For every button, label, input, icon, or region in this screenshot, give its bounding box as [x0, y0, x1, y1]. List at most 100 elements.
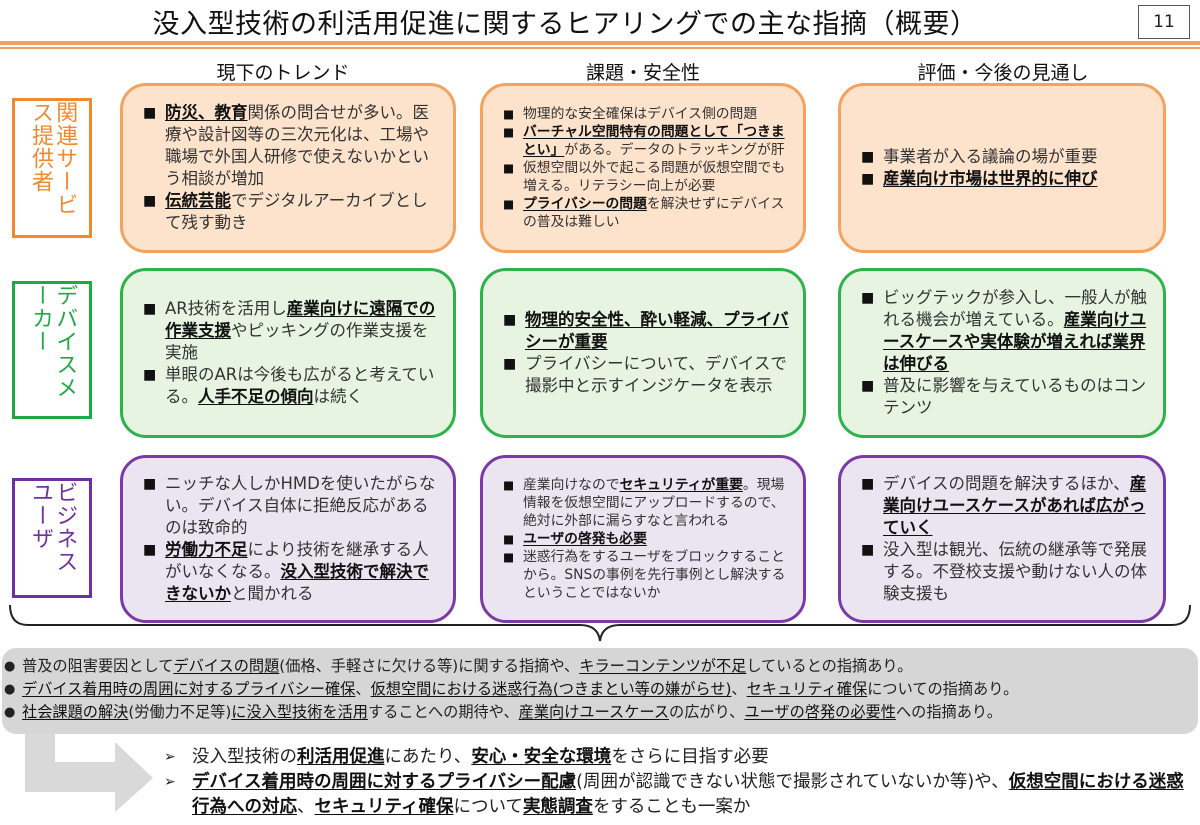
bullet-item: デバイス着用時の周囲に対するプライバシー配慮(周囲が認識できない状態で撮影されて… — [160, 770, 1200, 820]
bullet-item: 単眼のARは今後も広がると考えている。人手不足の傾向は続く — [143, 364, 439, 408]
emphasized-text: 実態調査 — [522, 797, 593, 817]
bullet-text: 、 — [297, 797, 315, 817]
emphasized-text: セキュリティ確保 — [314, 797, 454, 817]
bullet-list: 産業向けなのでセキュリティが重要。現場情報を仮想空間にアップロードするので、絶対… — [503, 476, 789, 602]
curly-brace — [9, 604, 1191, 642]
bullet-text: (価格、手軽さに欠ける等)に関する指摘や、 — [279, 657, 580, 675]
bullet-text: 、 — [355, 680, 371, 698]
bullet-text: 単眼のARは今後も広がると考えている。 — [165, 365, 435, 406]
bullet-item: ユーザの啓発も必要 — [503, 530, 789, 548]
emphasized-text: デバイスの問題 — [173, 657, 280, 675]
bullet-text: について — [453, 797, 523, 817]
bullet-text: 没入型は観光、伝統の継承等で発展する。不登校支援や動けない人の体験支援も — [883, 540, 1147, 603]
conclusions: 没入型技術の利活用促進にあたり、安心・安全な環境をさらに目指す必要デバイス着用時… — [160, 745, 1200, 820]
bullet-text: 産業向けなので — [523, 477, 620, 493]
card-user-trends: ニッチな人しかHMDを使いたがらない。デバイス自体に拒絶反応があるのは致命的労働… — [120, 455, 456, 623]
bullet-text: は続く — [313, 387, 364, 406]
card-provider-outlook: 事業者が入る議論の場が重要産業向け市場は世界的に伸び — [838, 83, 1166, 253]
page-title: 没入型技術の利活用促進に関するヒアリングでの主な指摘（概要） — [152, 9, 978, 40]
summary-box: 普及の阻害要因としてデバイスの問題(価格、手軽さに欠ける等)に関する指摘や、キラ… — [2, 648, 1198, 734]
bullet-text: することへの期待や、 — [367, 703, 519, 721]
bullet-item: プライバシーの問題を解決せずにデバイスの普及は難しい — [503, 195, 789, 231]
emphasized-text: デバイス着用時の周囲に対するプライバシー確保 — [22, 680, 356, 698]
bullet-text: 、 — [731, 680, 747, 698]
bullet-text: を解決せずにデバイスの普及は難しい — [523, 196, 785, 230]
bullet-text: プライバシーについて、デバイスで撮影中と示すインジケータを表示 — [525, 354, 787, 395]
card-maker-trends: AR技術を活用し産業向けに遠隔での作業支援やピッキングの作業支援を実施単眼のAR… — [120, 268, 456, 438]
bullet-text: の広がり、 — [669, 703, 745, 721]
bullet-item: 普及の阻害要因としてデバイスの問題(価格、手軽さに欠ける等)に関する指摘や、キラ… — [4, 655, 1198, 678]
title-divider — [0, 41, 1200, 45]
row-label-text: デバイスメーカー — [28, 284, 78, 399]
bullet-text: ビッグテックが参入し、一般人が触れる機会が増えている。 — [883, 288, 1147, 329]
emphasized-text: 物理的安全性、酔い軽減、プライバシーが重要 — [525, 310, 789, 351]
bullet-item: 産業向けなのでセキュリティが重要。現場情報を仮想空間にアップロードするので、絶対… — [503, 476, 789, 530]
bullet-text: をすることも一案か — [592, 797, 751, 817]
bullet-text: がある。データのトラッキングが肝 — [564, 142, 785, 158]
page-number: 11 — [1138, 5, 1190, 39]
bullet-text: 事業者が入る議論の場が重要 — [883, 147, 1098, 166]
bullet-item: デバイスの問題を解決するほか、産業向けユースケースがあれば広がっていく — [861, 473, 1149, 539]
bullet-text: にあたり、 — [384, 747, 472, 767]
card-user-outlook: デバイスの問題を解決するほか、産業向けユースケースがあれば広がっていく没入型は観… — [838, 455, 1166, 623]
card-maker-issues: 物理的安全性、酔い軽減、プライバシーが重要プライバシーについて、デバイスで撮影中… — [480, 268, 806, 438]
bullet-text: 没入型技術の — [192, 747, 297, 767]
bullet-item: 物理的な安全確保はデバイス側の問題 — [503, 105, 789, 123]
emphasized-text: 利活用促進 — [297, 747, 385, 767]
bullet-item: ビッグテックが参入し、一般人が触れる機会が増えている。産業向けユースケースや実体… — [861, 287, 1149, 375]
bullet-text: ニッチな人しかHMDを使いたがらない。デバイス自体に拒絶反応があるのは致命的 — [165, 474, 436, 537]
bullet-item: プライバシーについて、デバイスで撮影中と示すインジケータを表示 — [503, 353, 789, 397]
title-divider-thin — [0, 47, 1200, 49]
bullet-list: 防災、教育関係の問合せが多い。医療や設計図等の三次元化は、工場や職場で外国人研修… — [143, 102, 439, 234]
bullet-item: 普及に影響を与えているものはコンテンツ — [861, 375, 1149, 419]
emphasized-text: 仮想空間における迷惑行為への対応 — [192, 772, 1184, 817]
bullet-text: と聞かれる — [231, 584, 314, 603]
conclusion-list: 没入型技術の利活用促進にあたり、安心・安全な環境をさらに目指す必要デバイス着用時… — [160, 745, 1200, 820]
row-label-text: ビジネスユーザ — [28, 481, 78, 573]
bullet-text: 普及に影響を与えているものはコンテンツ — [883, 376, 1147, 417]
emphasized-text: に没入型技術を活用 — [231, 703, 368, 721]
emphasized-text: 産業向け市場は世界的に伸び — [883, 169, 1098, 188]
emphasized-text: ユーザの啓発の必要性 — [744, 703, 896, 721]
bullet-text: 物理的な安全確保はデバイス側の問題 — [523, 106, 758, 122]
emphasized-text: 人手不足の傾向 — [198, 387, 314, 406]
bullet-item: 没入型技術の利活用促進にあたり、安心・安全な環境をさらに目指す必要 — [160, 745, 1200, 770]
bullet-item: 伝統芸能でデジタルアーカイブとして残す動き — [143, 190, 439, 234]
emphasized-text: ユーザの啓発も必要 — [523, 531, 647, 547]
bullet-text: 迷惑行為をするユーザをブロックすることから。SNSの事例を先行事例とし解決すると… — [523, 549, 786, 601]
emphasized-text: セキュリティが重要 — [619, 477, 743, 493]
emphasized-text: デバイス着用時の周囲に対するプライバシー配慮 — [192, 772, 577, 792]
bullet-text: やピッキングの作業支援を実施 — [165, 321, 429, 362]
column-header-issues: 課題・安全性 — [585, 62, 700, 84]
card-user-issues: 産業向けなのでセキュリティが重要。現場情報を仮想空間にアップロードするので、絶対… — [480, 455, 806, 623]
emphasized-text: 産業向けユースケースや実体験が増えれば業界は伸びる — [883, 310, 1147, 373]
bullet-item: 迷惑行為をするユーザをブロックすることから。SNSの事例を先行事例とし解決すると… — [503, 548, 789, 602]
bullet-list: AR技術を活用し産業向けに遠隔での作業支援やピッキングの作業支援を実施単眼のAR… — [143, 298, 439, 408]
row-label-business-users: ビジネスユーザ — [12, 478, 92, 598]
column-header-outlook: 評価・今後の見通し — [917, 62, 1089, 84]
bullet-text: AR技術を活用し — [165, 299, 287, 318]
card-maker-outlook: ビッグテックが参入し、一般人が触れる機会が増えている。産業向けユースケースや実体… — [838, 268, 1166, 438]
bullet-text: により技術を継承する人がいなくなる。 — [165, 540, 429, 581]
row-label-device-makers: デバイスメーカー — [12, 281, 92, 419]
bullet-item: デバイス着用時の周囲に対するプライバシー確保、仮想空間における迷惑行為(つきまと… — [4, 678, 1198, 701]
bullet-text: しているとの指摘あり。 — [746, 657, 913, 675]
emphasized-text: バーチャル空間特有の問題として「つきまとい」 — [523, 124, 785, 158]
arrow-right-icon — [25, 734, 153, 812]
column-header-trends: 現下のトレンド — [216, 62, 350, 84]
bullet-item: 防災、教育関係の問合せが多い。医療や設計図等の三次元化は、工場や職場で外国人研修… — [143, 102, 439, 190]
bullet-item: 仮想空間以外で起こる問題が仮想空間でも増える。リテラシー向上が必要 — [503, 159, 789, 195]
emphasized-text: プライバシーの問題 — [523, 196, 647, 212]
bullet-item: ニッチな人しかHMDを使いたがらない。デバイス自体に拒絶反応があるのは致命的 — [143, 473, 439, 539]
bullet-item: 没入型は観光、伝統の継承等で発展する。不登校支援や動けない人の体験支援も — [861, 539, 1149, 605]
bullet-item: AR技術を活用し産業向けに遠隔での作業支援やピッキングの作業支援を実施 — [143, 298, 439, 364]
bullet-item: 産業向け市場は世界的に伸び — [861, 168, 1098, 190]
emphasized-text: キラーコンテンツが不足 — [579, 657, 747, 675]
bullet-text: でデジタルアーカイブとして残す動き — [165, 191, 428, 232]
bullet-text: (周囲が認識できない状態で撮影されていないか等)や、 — [576, 772, 1009, 792]
emphasized-text: 社会課題の解決 — [22, 703, 129, 721]
bullet-text: への指摘あり。 — [895, 703, 1002, 721]
row-label-service-providers: 関連サービス提供者 — [12, 98, 92, 238]
emphasized-text: 産業向けユースケース — [518, 703, 670, 721]
emphasized-text: 伝統芸能 — [165, 191, 231, 210]
